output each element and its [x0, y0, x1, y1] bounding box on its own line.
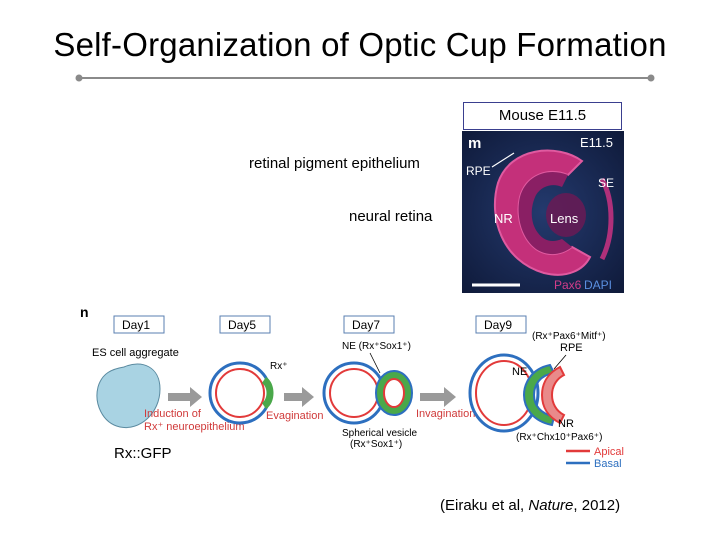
- diagram-panel-letter: n: [80, 304, 89, 320]
- citation-suffix: , 2012): [573, 497, 621, 514]
- micrograph-lens-label: Lens: [550, 211, 579, 226]
- rpe-annotation: retinal pigment epithelium: [249, 155, 420, 172]
- spherical-vesicle-label-1: Spherical vesicle: [342, 428, 417, 439]
- micrograph-se-label: SE: [598, 176, 614, 190]
- citation-prefix: (Eiraku et al,: [440, 497, 529, 514]
- day9-box: [475, 315, 527, 334]
- day7-vesicle-inner: [329, 368, 379, 418]
- evagination-label: Evagination: [266, 410, 324, 422]
- nr-marker-label: (Rx⁺Chx10⁺Pax6⁺): [516, 432, 602, 443]
- induction-label-2: Rx⁺ neuroepithelium: [144, 421, 245, 433]
- day5-box: [219, 315, 271, 334]
- slide-title: Self-Organization of Optic Cup Formation: [53, 26, 667, 63]
- induction-label-1: Induction of: [144, 408, 202, 420]
- day1-box: [113, 315, 165, 334]
- day5-rx-patch: [262, 377, 274, 409]
- arrow-evagination: [284, 387, 314, 407]
- legend-apical-label: Apical: [594, 446, 624, 458]
- micrograph-panel-letter: m: [468, 135, 481, 152]
- neural-retina-annotation: neural retina: [349, 208, 433, 225]
- citation-journal: Nature: [528, 497, 574, 514]
- micrograph-dapi-label: DAPI: [584, 278, 612, 292]
- day5-label: Day5: [228, 318, 256, 332]
- day9-nr-label: NR: [558, 418, 574, 430]
- day7-optic-vesicle-inner: [383, 378, 405, 408]
- day7-label: Day7: [352, 318, 380, 332]
- day7-box: [343, 315, 395, 334]
- es-aggregate-label: ES cell aggregate: [92, 347, 179, 359]
- mouse-stage-label: Mouse E11.5: [463, 102, 622, 130]
- mouse-optic-cup-micrograph: m E11.5 RPE SE NR Lens Pax6 DAPI: [462, 131, 624, 293]
- micrograph-pax6-label: Pax6: [554, 278, 582, 292]
- day1-label: Day1: [122, 318, 150, 332]
- rx-plus-label: Rx⁺: [270, 361, 288, 372]
- micrograph-stage: E11.5: [580, 135, 613, 150]
- citation: (Eiraku et al, Nature, 2012): [440, 497, 620, 514]
- day9-ne-label: NE: [512, 366, 527, 378]
- day5-vesicle-inner: [215, 368, 265, 418]
- rx-gfp-label: Rx::GFP: [114, 445, 172, 462]
- ne-marker-label: NE (Rx⁺Sox1⁺): [342, 341, 411, 352]
- title-underline: [75, 74, 655, 82]
- optic-cup-formation-diagram: n Day1 Day5 Day7 Day9 ES cell aggregate …: [80, 304, 624, 468]
- spherical-vesicle-label-2: (Rx⁺Sox1⁺): [350, 439, 402, 450]
- day9-label: Day9: [484, 318, 512, 332]
- es-cell-aggregate: [96, 363, 161, 429]
- rpe-marker-label: (Rx⁺Pax6⁺Mitf⁺): [532, 331, 606, 342]
- micrograph-nr-label: NR: [494, 211, 513, 226]
- day9-neural-retina: [540, 365, 566, 425]
- day9-rpe-label: RPE: [560, 342, 583, 354]
- arrow-invagination: [420, 387, 456, 407]
- micrograph-rpe-label: RPE: [466, 164, 491, 178]
- legend-basal-label: Basal: [594, 458, 622, 468]
- invagination-label: Invagination: [416, 408, 475, 420]
- arrow-induction: [168, 387, 202, 407]
